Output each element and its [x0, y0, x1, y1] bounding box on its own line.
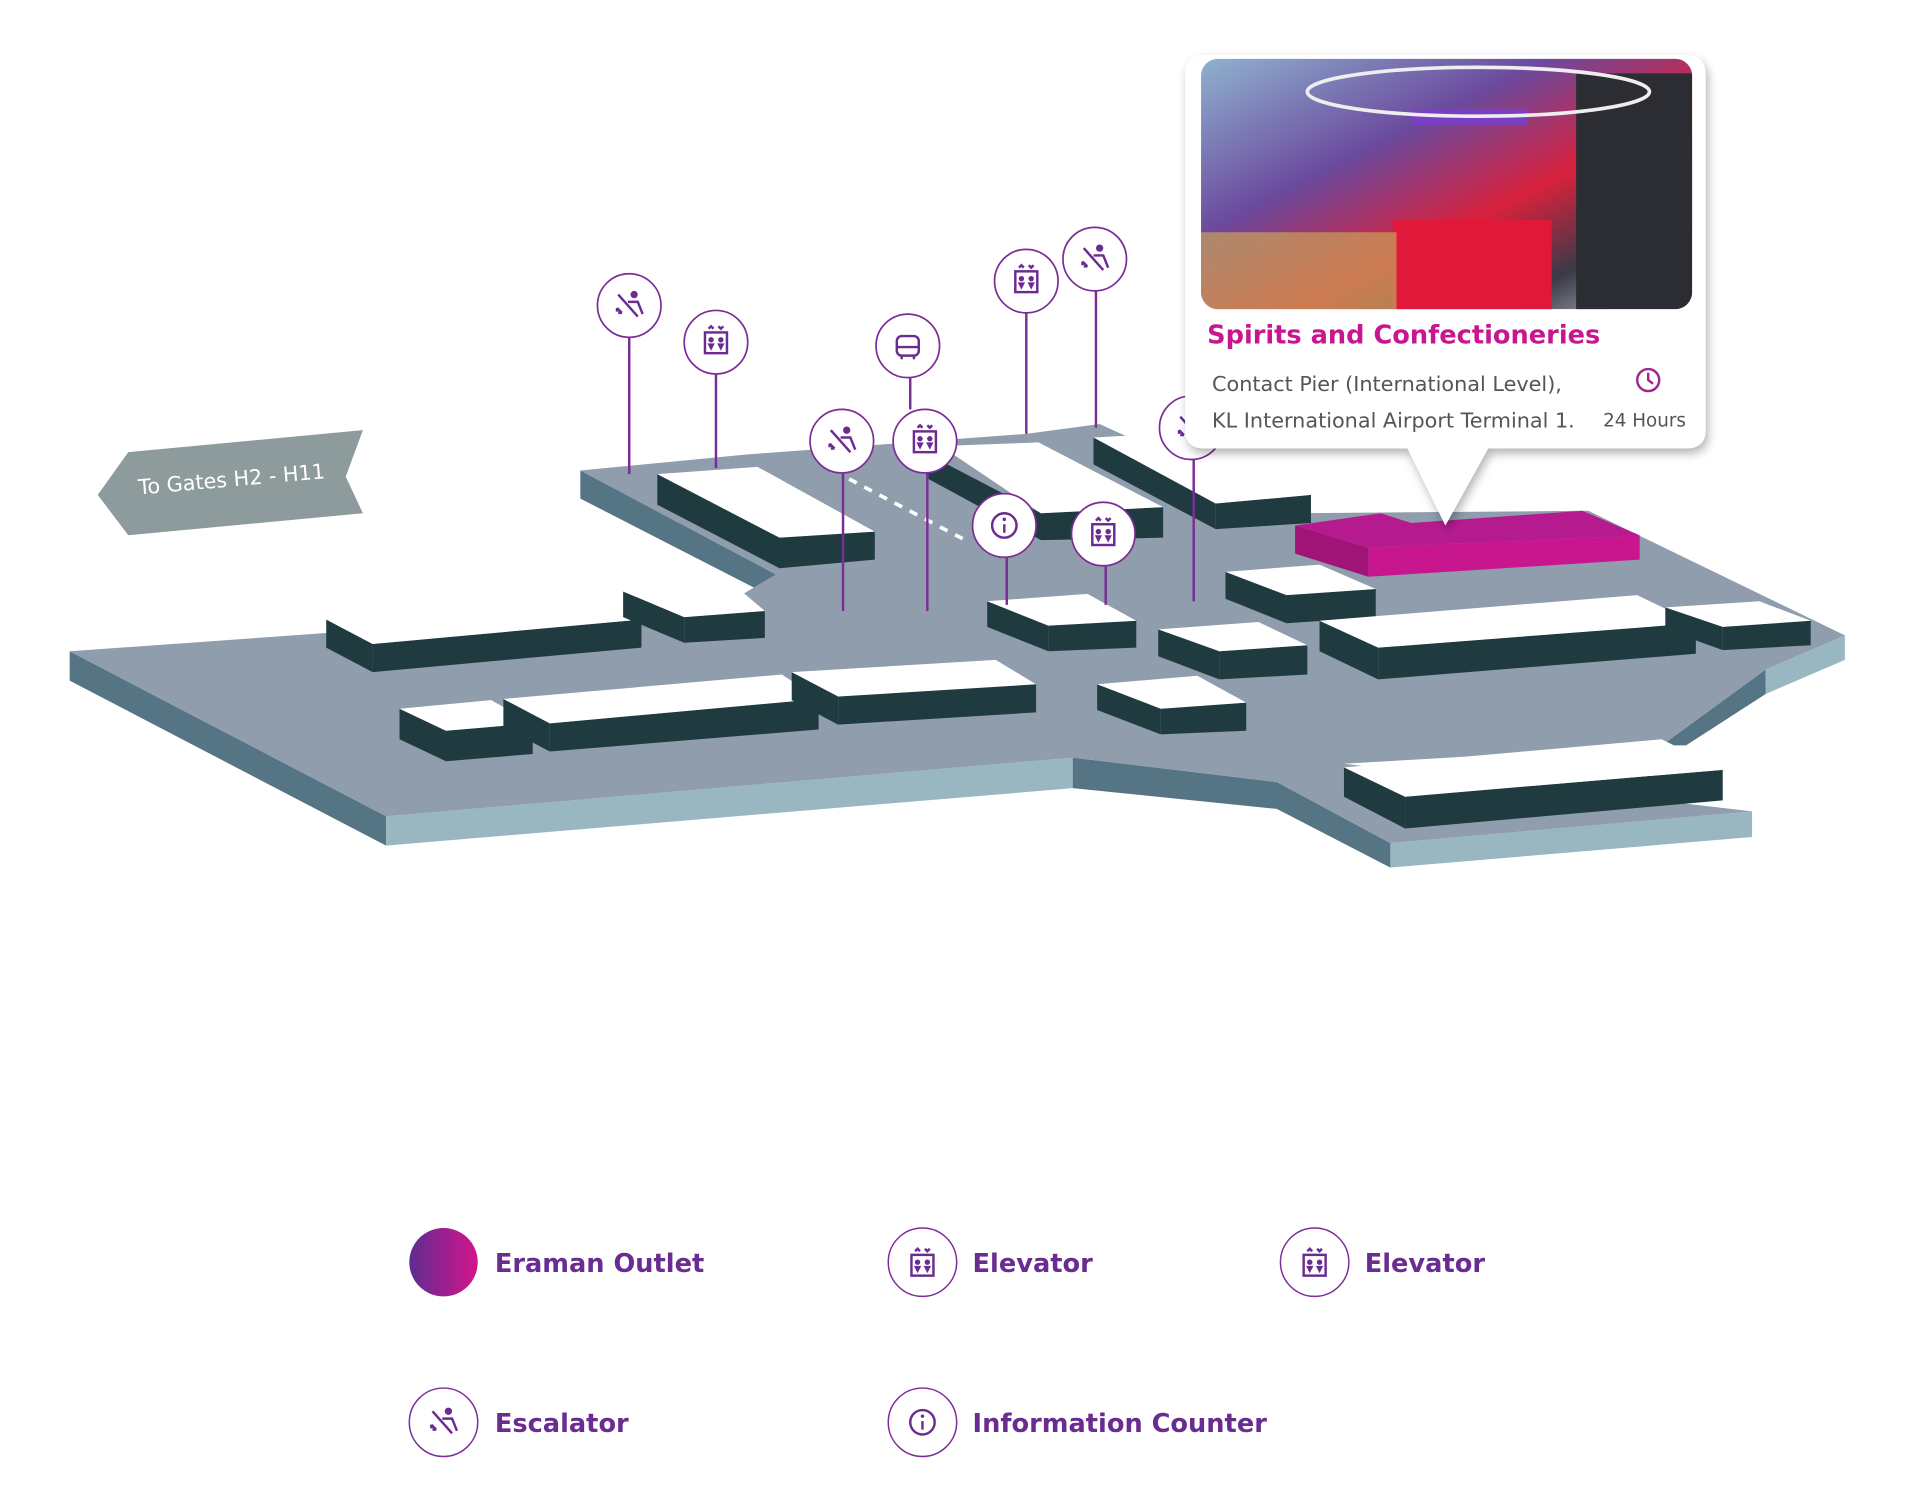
pin-escalator[interactable]: [596, 272, 662, 475]
buildings: [326, 433, 1811, 829]
outlet-swatch: [409, 1227, 478, 1297]
legend-label: Escalator: [495, 1409, 629, 1439]
legend-item-outlet: Eraman Outlet: [409, 1227, 704, 1297]
legend-label: Elevator: [1365, 1249, 1486, 1279]
legend-label: Elevator: [973, 1249, 1094, 1279]
legend-label: Eraman Outlet: [495, 1249, 704, 1279]
outlet-address-line2: KL International Airport Terminal 1.: [1212, 409, 1575, 433]
outlet-address-line1: Contact Pier (International Level),: [1212, 372, 1562, 396]
clock-icon: [1635, 367, 1661, 393]
legend-item-elevator: Elevator: [887, 1227, 1094, 1298]
pin-shuttle[interactable]: [875, 313, 941, 410]
pin-information[interactable]: [971, 492, 1037, 605]
legend-item-escalator: Escalator: [408, 1387, 629, 1458]
gates-direction-sign[interactable]: To Gates H2 - H11: [97, 430, 363, 536]
pin-escalator[interactable]: [1062, 226, 1128, 428]
highlighted-outlet[interactable]: [1295, 510, 1640, 577]
legend-item-information: Information Counter: [887, 1387, 1268, 1458]
pin-elevator[interactable]: [892, 408, 958, 611]
outlet-hours: 24 Hours: [1603, 411, 1686, 432]
legend-item-elevator: Elevator: [1279, 1227, 1486, 1298]
pin-elevator[interactable]: [683, 309, 749, 469]
walking-route: [848, 477, 967, 542]
pin-elevator[interactable]: [1070, 501, 1136, 605]
outlet-title: Spirits and Confectioneries: [1207, 320, 1600, 350]
outlet-photo: [1201, 58, 1693, 310]
pin-elevator[interactable]: [993, 248, 1059, 434]
legend: Eraman Outlet Elevator Elevator Escalato…: [408, 1227, 1486, 1458]
pin-escalator[interactable]: [809, 408, 875, 611]
legend-label: Information Counter: [973, 1409, 1268, 1439]
